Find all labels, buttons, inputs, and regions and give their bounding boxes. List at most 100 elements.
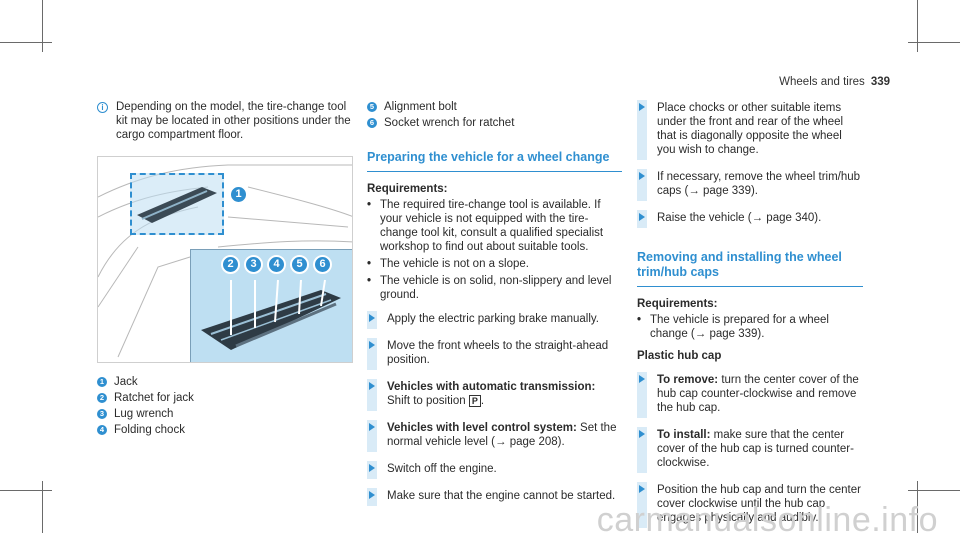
requirements-list: •The required tire-change tool is availa… [367,198,622,302]
section-heading: Removing and installing the wheel trim/h… [637,250,863,287]
callout-3: 3 [244,255,263,274]
jack-highlight [130,173,224,235]
crop-mark [0,42,52,43]
legend-number: 2 [97,393,107,403]
step: To remove: turn the center cover of the … [637,372,863,418]
step-text: turn the center cover of the hub cap cou… [657,374,859,414]
note-text: Depending on the model, the tire-change … [116,101,351,141]
column-3: Place chocks or other suitable items und… [637,100,863,528]
callout-6: 6 [313,255,332,274]
column-1: i Depending on the model, the tire-chang… [97,100,353,439]
step-label: To remove: [657,374,719,386]
requirements-title: Requirements: [637,298,718,310]
legend-number: 6 [367,118,377,128]
step-arrow-icon [367,311,377,329]
tool-kit-figure: 1 2 3 4 5 6 [97,156,353,363]
crop-mark [908,490,960,491]
step: Vehicles with level control system: Set … [367,420,622,452]
step-arrow-icon [367,379,377,411]
step: If necessary, remove the wheel trim/hub … [637,169,863,201]
step-text: make sure that the center cover of the h… [657,429,854,469]
requirement-text: The required tire-change tool is availab… [380,199,604,253]
jack-illustration [137,187,217,223]
step-arrow-icon [637,482,647,528]
legend-text: Lug wrench [114,408,174,420]
step: Make sure that the engine cannot be star… [367,488,622,506]
step: Vehicles with automatic transmission: Shi… [367,379,622,411]
callout-1: 1 [229,185,248,204]
legend-item: 3 Lug wrench [97,407,353,421]
legend-item: 6 Socket wrench for ratchet [367,116,622,130]
step-arrow-icon [637,372,647,418]
step-arrow-icon [637,100,647,160]
step-arrow-icon [367,461,377,479]
step-label: To install: [657,429,711,441]
crop-mark [917,0,918,52]
watermark: carmanualsonline.info [596,501,938,533]
legend-number: 4 [97,425,107,435]
list-item: •The required tire-change tool is availa… [367,198,622,254]
crop-mark [917,481,918,533]
step-text: Set the normal vehicle level (→ page 208… [387,422,617,448]
step-text: Raise the vehicle (→ page 340). [657,212,822,224]
legend-number: 3 [97,409,107,419]
step: Position the hub cap and turn the center… [637,482,863,528]
step-text: Switch off the engine. [387,463,497,475]
step-text: Make sure that the engine cannot be star… [387,490,616,502]
step-arrow-icon [637,427,647,473]
step-text: Place chocks or other suitable items und… [657,102,844,156]
requirement-text: The vehicle is prepared for a wheel chan… [650,314,829,340]
step: Apply the electric parking brake manuall… [367,311,622,329]
section-heading: Preparing the vehicle for a wheel change [367,150,622,172]
list-item: •The vehicle is not on a slope. [367,258,529,270]
tool-tray-inset [190,249,352,362]
list-item: •The vehicle is prepared for a wheel cha… [637,313,863,341]
requirement-text: The vehicle is not on a slope. [380,258,529,270]
legend-text: Jack [114,376,138,388]
legend-text: Folding chock [114,424,185,436]
crop-mark [42,0,43,52]
legend-number: 1 [97,377,107,387]
step-arrow-icon [367,420,377,452]
step-arrow-icon [637,169,647,201]
requirement-text: The vehicle is on solid, non-slippery an… [380,275,612,301]
step: Raise the vehicle (→ page 340). [637,210,863,228]
step-text: Position the hub cap and turn the center… [657,484,861,524]
crop-mark [42,481,43,533]
crop-mark [0,490,52,491]
subsection-heading: Plastic hub cap [637,350,722,362]
step-text: If necessary, remove the wheel trim/hub … [657,171,861,197]
step-arrow-icon [367,338,377,370]
tool-tray-illustration [201,279,341,350]
callout-4: 4 [267,255,286,274]
chapter-title: Wheels and tires [779,76,865,88]
legend-item: 1 Jack [97,375,353,389]
legend-text: Ratchet for jack [114,392,194,404]
info-icon: i [97,102,108,113]
step: Switch off the engine. [367,461,622,479]
step-arrow-icon [367,488,377,506]
step-condition: Vehicles with level control system: [387,422,577,434]
step: To install: make sure that the center co… [637,427,863,473]
step: Place chocks or other suitable items und… [637,100,863,160]
step: Move the front wheels to the straight-ah… [367,338,622,370]
requirements-title: Requirements: [367,183,448,195]
list-item: •The vehicle is on solid, non-slippery a… [367,274,622,302]
step-text: Shift to position [387,395,466,407]
step-text: Move the front wheels to the straight-ah… [387,340,609,366]
legend-text: Alignment bolt [384,101,457,113]
figure-legend: 1 Jack 2 Ratchet for jack 3 Lug wrench 4 Fol… [97,375,353,437]
legend-item: 2 Ratchet for jack [97,391,353,405]
legend-item: 4 Folding chock [97,423,353,437]
gear-p-key: P [468,395,481,407]
legend-text: Socket wrench for ratchet [384,117,515,129]
note: i Depending on the model, the tire-chang… [97,100,353,142]
requirements-list: •The vehicle is prepared for a wheel cha… [637,313,863,341]
crop-mark [908,42,960,43]
callout-2: 2 [221,255,240,274]
step-condition: Vehicles with automatic transmission: [387,381,596,393]
